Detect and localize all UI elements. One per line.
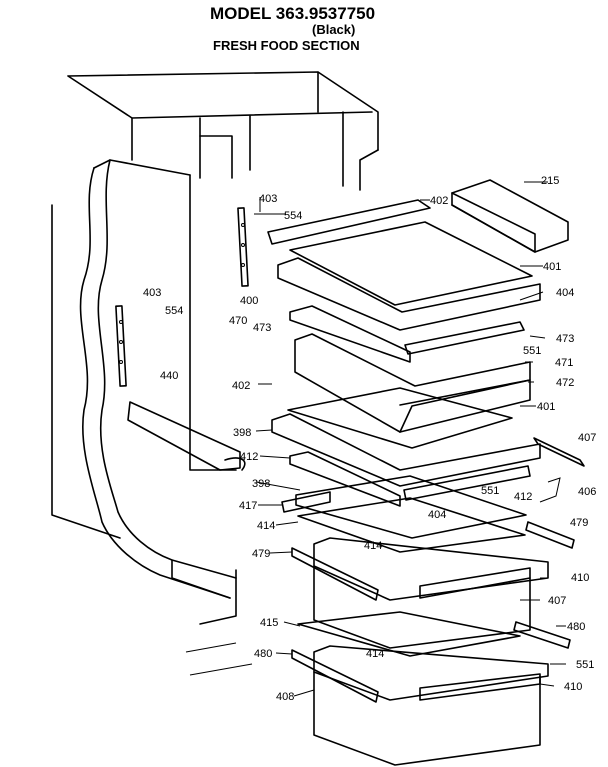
callout-412: 412 <box>240 451 258 463</box>
slide-479-left <box>291 547 379 601</box>
callout-401: 401 <box>543 261 561 273</box>
callout-554-lower: 554 <box>165 305 183 317</box>
callout-403-lower: 403 <box>143 287 161 299</box>
callout-414-mid: 414 <box>364 540 382 552</box>
bracket-417 <box>281 491 331 513</box>
finish-subtitle: (Black) <box>312 22 356 37</box>
callout-398-lower: 398 <box>252 478 270 490</box>
trim-440 <box>127 401 246 471</box>
callout-414-left: 414 <box>257 520 275 532</box>
callout-440: 440 <box>160 370 178 382</box>
callout-402: 402 <box>430 195 448 207</box>
callout-480-left: 480 <box>254 648 272 660</box>
upper-shelf-400 <box>277 257 541 331</box>
callout-473-right: 473 <box>556 333 574 345</box>
callout-407-drawer: 407 <box>548 595 566 607</box>
callout-401-lower: 401 <box>537 401 555 413</box>
drawer-408 <box>313 645 549 766</box>
callout-403: 403 <box>259 193 277 205</box>
callout-398: 398 <box>233 427 251 439</box>
callout-215: 215 <box>541 175 559 187</box>
callout-480-right: 480 <box>567 621 585 633</box>
callout-406: 406 <box>578 486 596 498</box>
crisper-drawer-407 <box>313 537 549 649</box>
shelf-rail-lower <box>115 305 127 387</box>
callout-404: 404 <box>556 287 574 299</box>
callout-402-lower: 402 <box>232 380 250 392</box>
model-title: MODEL 363.9537750 <box>210 4 376 23</box>
section-title: FRESH FOOD SECTION <box>213 38 360 53</box>
shelf-398-lower <box>295 475 527 539</box>
slide-480-right <box>513 621 571 649</box>
tray-471 <box>294 333 531 433</box>
callout-400: 400 <box>240 295 258 307</box>
shelf-rail-upper <box>237 207 249 287</box>
crisper-cover-414 <box>297 497 526 553</box>
bracket-406 <box>539 477 561 503</box>
callout-472: 472 <box>556 377 574 389</box>
part-labels: 215 402 403 554 401 403 554 400 404 470 … <box>143 175 596 703</box>
shelf-trim-412 <box>289 451 531 507</box>
slide-480-left <box>291 649 379 703</box>
callout-470: 470 <box>229 315 247 327</box>
callout-471: 471 <box>555 357 573 369</box>
callout-554: 554 <box>284 210 302 222</box>
cabinet-liner <box>51 71 379 676</box>
upper-shelf-frame-402 <box>267 199 431 245</box>
callout-551-lower: 551 <box>576 659 594 671</box>
callout-404-lower: 404 <box>428 509 446 521</box>
shelf-frame-398 <box>271 413 541 487</box>
crisper-cover-415 <box>297 611 521 657</box>
callout-415: 415 <box>260 617 278 629</box>
glass-401-lower <box>287 387 513 449</box>
callout-414-lower: 414 <box>366 648 384 660</box>
shelf-trim-473 <box>289 305 525 363</box>
rod-407 <box>533 437 585 467</box>
slide-479-right <box>525 521 575 549</box>
callout-551-mid: 551 <box>481 485 499 497</box>
callout-408: 408 <box>276 691 294 703</box>
callout-407-rod: 407 <box>578 432 596 444</box>
callout-410-lower: 410 <box>564 681 582 693</box>
callout-410: 410 <box>571 572 589 584</box>
door-bin-215 <box>451 179 569 253</box>
callout-412-right: 412 <box>514 491 532 503</box>
callout-479-left: 479 <box>252 548 270 560</box>
callout-473-left: 473 <box>253 322 271 334</box>
upper-glass-401 <box>289 221 533 306</box>
callout-551: 551 <box>523 345 541 357</box>
callout-479-right: 479 <box>570 517 588 529</box>
leader-lines <box>254 181 566 697</box>
callout-417: 417 <box>239 500 257 512</box>
